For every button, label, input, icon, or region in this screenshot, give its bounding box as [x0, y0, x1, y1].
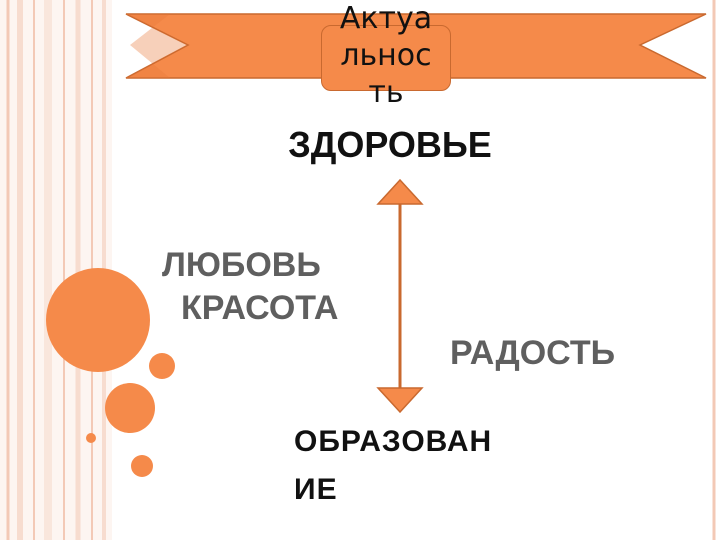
word-joy: РАДОСТЬ: [450, 334, 616, 372]
word-beauty: КРАСОТА: [181, 289, 339, 327]
decorative-circles: [46, 268, 175, 477]
banner-title-box: [321, 25, 451, 91]
word-health: ЗДОРОВЬЕ: [288, 124, 492, 165]
word-education: ОБРАЗОВАН ИЕ: [294, 425, 493, 506]
banner-title: Актуа льнос ть: [339, 1, 433, 110]
word-love: ЛЮБОВЬ: [162, 246, 321, 284]
double-arrow: [376, 178, 424, 414]
